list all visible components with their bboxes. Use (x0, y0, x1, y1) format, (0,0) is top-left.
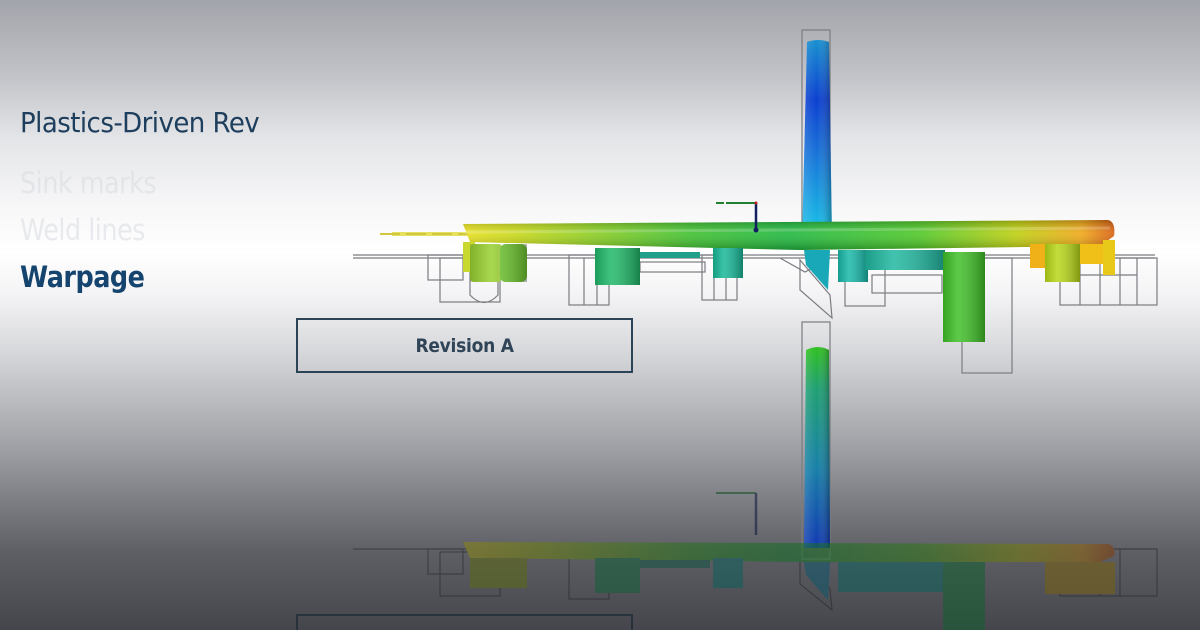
revision-label-box: Revision A (296, 318, 633, 373)
model-reflection (340, 0, 1200, 630)
menu-item-weld-lines[interactable]: Weld lines (20, 213, 145, 247)
slide-title: Plastics-Driven Rev (20, 106, 260, 139)
warped-beam (462, 220, 1115, 250)
revision-box-reflection (296, 614, 633, 630)
gate-marker-icon (716, 201, 759, 233)
lower-pillar (804, 347, 830, 548)
runner-left (380, 232, 472, 236)
vertical-pillar (802, 40, 832, 240)
menu-item-sink-marks[interactable]: Sink marks (20, 166, 157, 200)
warpage-model (353, 29, 1158, 560)
warpage-3d-viewport[interactable] (340, 0, 1200, 630)
revision-label: Revision A (415, 334, 514, 357)
slide-text-panel: Plastics-Driven Rev Sink marks Weld line… (0, 0, 340, 630)
menu-item-warpage[interactable]: Warpage (20, 260, 145, 294)
bosses (463, 240, 1115, 342)
